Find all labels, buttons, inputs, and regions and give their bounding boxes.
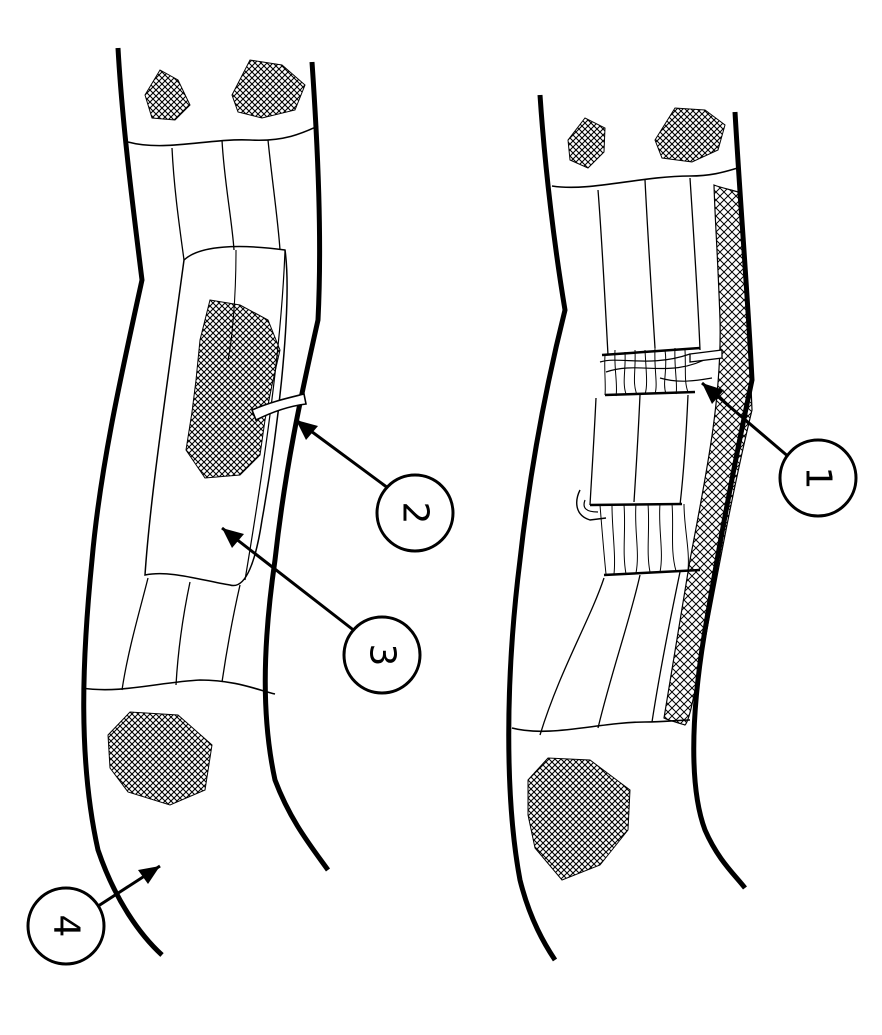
right-conductor-line xyxy=(597,189,609,356)
left-cable xyxy=(81,47,331,957)
right-splice-top xyxy=(599,346,723,397)
left-conductor-line xyxy=(175,581,191,686)
right-conductor-line xyxy=(633,394,641,503)
left-conductor-line xyxy=(267,139,281,251)
right-cable-jacket-outer-edge xyxy=(506,94,568,962)
left-conductor-line xyxy=(221,584,241,683)
right-jacket-patch-bottom xyxy=(527,757,631,881)
right-conductor-line xyxy=(597,574,641,729)
right-conductor-line xyxy=(644,179,656,349)
callout-4: 4 xyxy=(26,864,161,966)
left-cable-jacket-outer-edge xyxy=(81,47,164,957)
left-protruding-wire xyxy=(250,393,307,422)
callout-3-label: 3 xyxy=(362,644,403,667)
right-jacket-patch-top-2 xyxy=(654,107,726,163)
callout-2: 2 xyxy=(295,418,455,553)
left-cable-jacket-inner-edge xyxy=(262,61,331,872)
left-strip-edge-bottom xyxy=(81,679,276,695)
left-jacket-patch-bottom xyxy=(107,711,213,806)
left-strip-edge-top xyxy=(127,125,319,147)
callout-1-label: 1 xyxy=(798,467,839,490)
right-conductor-line xyxy=(589,397,597,506)
callout-2-label: 2 xyxy=(395,502,436,525)
right-conductor-line xyxy=(679,394,689,506)
callout-1: 1 xyxy=(701,381,858,518)
right-jacket-patch-top-1 xyxy=(567,117,606,169)
right-conductor-line xyxy=(539,577,605,736)
right-conductor-line xyxy=(689,177,701,351)
left-jacket-patch-top-2 xyxy=(231,59,306,119)
left-sleeve-hatch xyxy=(185,299,281,479)
right-strip-edge-bottom xyxy=(511,719,691,733)
left-conductor-line xyxy=(121,577,149,691)
right-strip-edge-top xyxy=(551,167,739,189)
callout-4-label: 4 xyxy=(46,915,87,938)
callout-3: 3 xyxy=(221,526,422,695)
right-splice-bottom xyxy=(576,489,701,577)
right-conductor-line xyxy=(651,571,681,723)
right-shield-braid xyxy=(663,184,753,726)
left-conductor-line xyxy=(171,147,185,261)
right-cable xyxy=(506,94,755,962)
left-sleeve-line xyxy=(244,249,286,581)
left-jacket-patch-top-1 xyxy=(144,69,191,121)
left-conductor-line xyxy=(221,139,235,251)
left-repair-sleeve xyxy=(144,245,288,587)
